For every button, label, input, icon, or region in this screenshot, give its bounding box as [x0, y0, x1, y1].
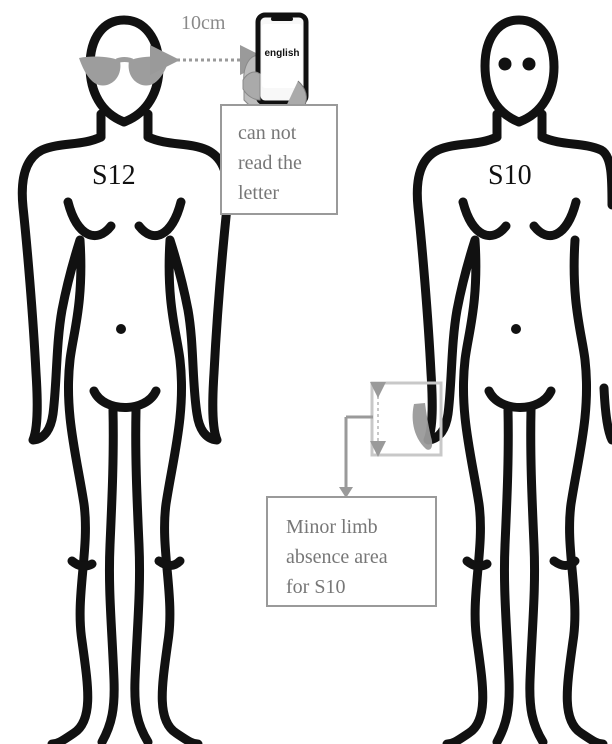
left-hip-line: [94, 391, 156, 408]
right-body-figure: [417, 20, 612, 744]
right-knee-line: [467, 561, 575, 566]
limb-absence-marker: [339, 383, 441, 498]
right-leg-line: [497, 410, 543, 742]
right-chest-line: [463, 202, 576, 236]
right-head-outline: [485, 20, 554, 122]
left-chest-line: [68, 202, 181, 236]
subject-s12-label: S12: [92, 162, 136, 190]
distance-label: 10cm: [181, 12, 225, 34]
left-torso-outline: [22, 137, 227, 744]
left-body-figure: [22, 20, 227, 744]
s10-note-box: Minor limb absence area for S10: [266, 496, 437, 607]
eye-dot-icon: [523, 58, 536, 71]
subject-s10-label: S10: [488, 162, 532, 190]
s12-note-box: can not read the letter: [220, 104, 338, 215]
sunglasses-icon: [79, 57, 170, 86]
right-torso-outline: [417, 137, 612, 744]
phone-screen-word: english: [264, 48, 299, 59]
right-hip-line: [489, 391, 551, 408]
right-navel: [511, 324, 521, 334]
eye-dot-icon: [499, 58, 512, 71]
left-leg-line: [102, 410, 148, 742]
left-navel: [116, 324, 126, 334]
left-knee-line: [72, 561, 180, 566]
